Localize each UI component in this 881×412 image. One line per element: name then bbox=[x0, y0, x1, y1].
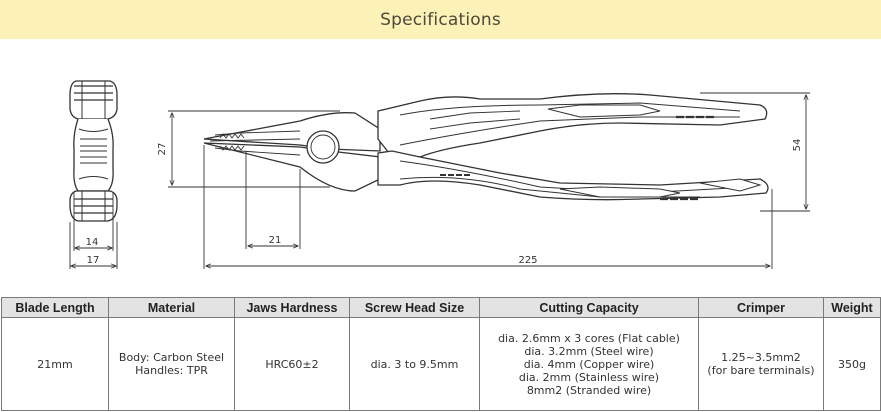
capacity-flat-cable: dia. 2.6mm x 3 cores (Flat cable) bbox=[498, 331, 680, 345]
cell-crimper: 1.25~3.5mm2 (for bare terminals) bbox=[698, 317, 824, 411]
table-row: 21mm Body: Carbon Steel Handles: TPR HRC… bbox=[1, 317, 881, 411]
specifications-banner: Specifications bbox=[0, 0, 881, 39]
handle-span-label: 54 bbox=[792, 139, 803, 152]
header-cutting-capacity: Cutting Capacity bbox=[479, 297, 699, 318]
grip-width-label: 14 bbox=[86, 237, 99, 248]
top-view-dimension-lines bbox=[168, 92, 810, 269]
pliers-top-view bbox=[203, 93, 769, 201]
jaw-height-label: 27 bbox=[157, 143, 168, 156]
capacity-stranded-wire: 8mm2 (Stranded wire) bbox=[526, 383, 652, 397]
total-length-label: 225 bbox=[518, 255, 537, 266]
capacity-copper-wire: dia. 4mm (Copper wire) bbox=[523, 357, 655, 371]
capacity-stainless-wire: dia. 2mm (Stainless wire) bbox=[518, 370, 660, 384]
header-screw-head-size: Screw Head Size bbox=[349, 297, 480, 318]
cell-material: Body: Carbon Steel Handles: TPR bbox=[108, 317, 235, 411]
end-view-dimension-lines bbox=[69, 192, 118, 269]
cell-screw-head-size: dia. 3 to 9.5mm bbox=[349, 317, 480, 411]
crimper-note: (for bare terminals) bbox=[707, 364, 815, 377]
pliers-end-view bbox=[69, 80, 118, 222]
header-crimper: Crimper bbox=[698, 297, 824, 318]
specifications-table: Blade Length Material Jaws Hardness Scre… bbox=[1, 297, 881, 411]
cell-jaws-hardness: HRC60±2 bbox=[234, 317, 350, 411]
cell-blade-length: 21mm bbox=[1, 317, 109, 411]
pliers-drawing: 14 17 bbox=[69, 80, 810, 269]
crimper-range: 1.25~3.5mm2 bbox=[721, 351, 801, 364]
blade-length-label: 21 bbox=[269, 235, 282, 246]
header-blade-length: Blade Length bbox=[1, 297, 109, 318]
header-weight: Weight bbox=[823, 297, 881, 318]
page-title: Specifications bbox=[380, 9, 501, 30]
technical-drawing: 14 17 bbox=[0, 39, 881, 297]
table-header-row: Blade Length Material Jaws Hardness Scre… bbox=[1, 297, 881, 318]
cell-cutting-capacity: dia. 2.6mm x 3 cores (Flat cable) dia. 3… bbox=[479, 317, 699, 411]
capacity-steel-wire: dia. 3.2mm (Steel wire) bbox=[524, 344, 654, 358]
head-width-label: 17 bbox=[87, 255, 100, 266]
header-jaws-hardness: Jaws Hardness bbox=[234, 297, 350, 318]
material-handles: Handles: TPR bbox=[135, 364, 208, 377]
cell-weight: 350g bbox=[823, 317, 881, 411]
header-material: Material bbox=[108, 297, 235, 318]
material-body: Body: Carbon Steel bbox=[118, 351, 225, 364]
